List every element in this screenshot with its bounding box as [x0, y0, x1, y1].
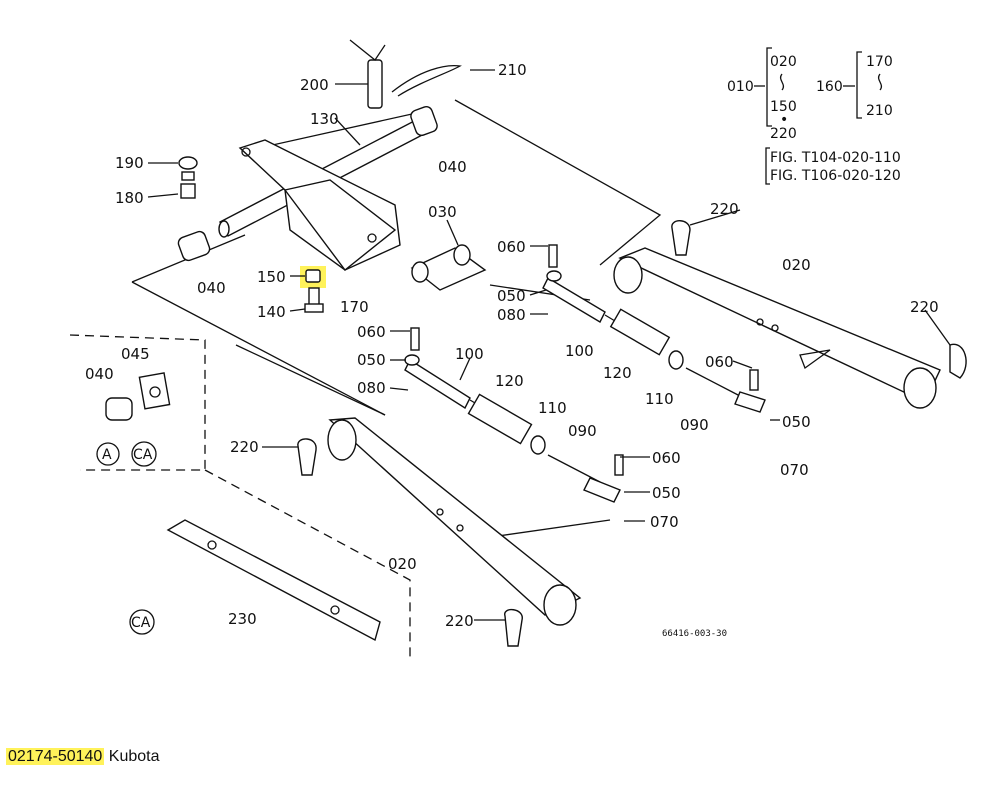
callout-090-a: 090	[568, 422, 597, 440]
callout-040-inset: 040	[85, 365, 114, 383]
callout-045: 045	[121, 345, 150, 363]
legend-220: 220	[770, 126, 797, 142]
bolt-140	[304, 287, 324, 313]
callout-190: 190	[115, 154, 144, 172]
callout-220-a: 220	[710, 200, 739, 218]
callout-180: 180	[115, 189, 144, 207]
circled-mark-a: A	[102, 447, 112, 463]
callout-100-b: 100	[455, 345, 484, 363]
callout-020-b: 020	[388, 555, 417, 573]
leader-lines	[147, 69, 951, 621]
inset-parts	[105, 372, 171, 421]
parts-diagram: 200 210 130 190 180 040 030 040 150 140 …	[69, 39, 967, 660]
callout-230: 230	[228, 610, 257, 628]
callout-170: 170	[340, 298, 369, 316]
turnbuckle-lower	[404, 327, 624, 503]
callout-labels: 200 210 130 190 180 040 030 040 150 140 …	[85, 61, 939, 630]
circled-mark-ca-1: CA	[133, 447, 153, 463]
brand-name: Kubota	[108, 748, 160, 765]
nut-150-highlighted[interactable]	[300, 266, 326, 288]
callout-120-b: 120	[495, 372, 524, 390]
lower-link-020-left	[327, 417, 582, 626]
hinge-030	[410, 244, 487, 291]
callout-150: 150	[257, 268, 286, 286]
callout-050-b: 050	[357, 351, 386, 369]
callout-070-a: 070	[780, 461, 809, 479]
callout-040-left: 040	[197, 279, 226, 297]
callout-220-b: 220	[910, 298, 939, 316]
callout-220-d: 220	[445, 612, 474, 630]
callout-060-c: 060	[705, 353, 734, 371]
callout-210: 210	[498, 61, 527, 79]
callout-030: 030	[428, 203, 457, 221]
legend-160: 160	[816, 79, 843, 95]
callout-100-a: 100	[565, 342, 594, 360]
legend-210: 210	[866, 103, 893, 119]
callout-110-b: 110	[538, 399, 567, 417]
circled-mark-ca-2: CA	[131, 615, 151, 631]
bushing-040-left	[177, 230, 211, 262]
lower-link-020-right	[613, 247, 941, 409]
callout-020-a: 020	[782, 256, 811, 274]
part-number-highlighted[interactable]: 02174-50140	[6, 748, 105, 765]
callout-200: 200	[300, 76, 329, 94]
legend-fig-1: FIG. T104-020-110	[770, 150, 901, 166]
part-caption: 02174-50140 Kubota	[6, 748, 159, 766]
legend-dot: •	[780, 112, 788, 128]
callout-080-b: 080	[357, 379, 386, 397]
turnbuckle-upper	[542, 244, 766, 413]
legend-170: 170	[866, 54, 893, 70]
callout-130: 130	[310, 110, 339, 128]
callout-040-top: 040	[438, 158, 467, 176]
callout-110-a: 110	[645, 390, 674, 408]
circled-marks: A CA CA	[96, 441, 157, 635]
bolt-180	[178, 156, 198, 199]
drawing-code: 66416-003-30	[662, 629, 727, 639]
legend-150: 150	[770, 99, 797, 115]
callout-060-d: 060	[652, 449, 681, 467]
callout-140: 140	[257, 303, 286, 321]
callout-060-a: 060	[497, 238, 526, 256]
callout-060-b: 060	[357, 323, 386, 341]
plate-230	[166, 519, 381, 642]
assembly-legend: 010 020 150 • 220 160 170 210 FIG. T104-…	[727, 47, 901, 185]
bracket-170	[238, 139, 401, 271]
callout-050-d: 050	[652, 484, 681, 502]
callout-120-a: 120	[603, 364, 632, 382]
lynch-pin-220	[297, 220, 967, 647]
callout-090-b: 090	[680, 416, 709, 434]
callout-080-a: 080	[497, 306, 526, 324]
legend-fig-2: FIG. T106-020-120	[770, 168, 901, 184]
callout-050-c: 050	[782, 413, 811, 431]
pin-200	[349, 39, 462, 109]
callout-220-c: 220	[230, 438, 259, 456]
legend-020: 020	[770, 54, 797, 70]
section-boundaries	[69, 99, 662, 660]
callout-070-b: 070	[650, 513, 679, 531]
legend-010: 010	[727, 79, 754, 95]
callout-050-a: 050	[497, 287, 526, 305]
